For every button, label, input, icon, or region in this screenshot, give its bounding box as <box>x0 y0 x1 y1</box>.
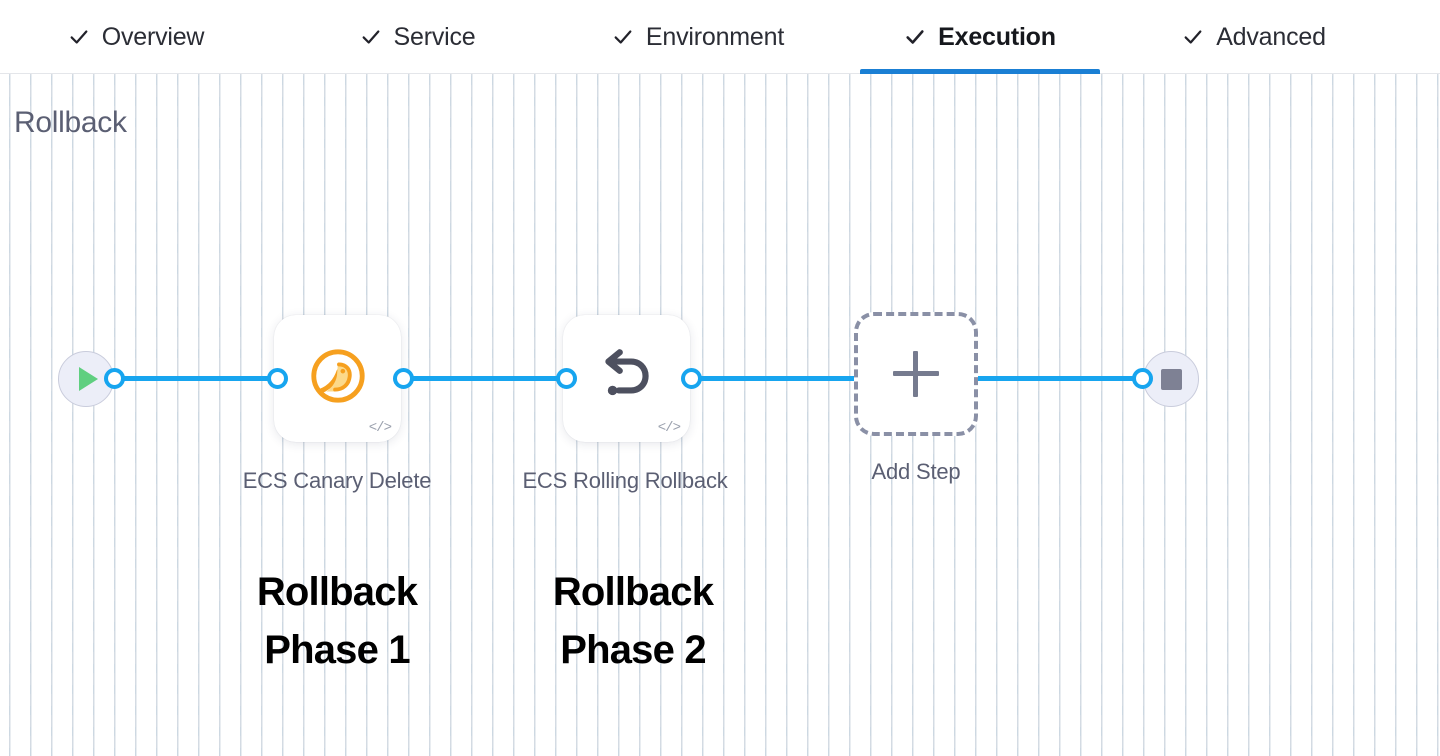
port-end-input[interactable] <box>1132 368 1153 389</box>
annotation-line-1: Rollback <box>256 570 418 614</box>
add-step-label: Add Step <box>871 459 961 484</box>
code-badge-icon[interactable]: </> <box>657 420 681 436</box>
play-icon <box>79 367 98 391</box>
tab-overview[interactable]: Overview <box>36 0 236 74</box>
tab-environment-label: Environment <box>645 22 785 51</box>
pipeline-tab-bar: Overview Service Environment Execution <box>0 0 1440 74</box>
port-step1-output[interactable] <box>393 368 414 389</box>
check-icon <box>904 26 926 48</box>
tab-overview-label: Overview <box>101 22 205 51</box>
port-step2-output[interactable] <box>681 368 702 389</box>
annotation-rollback-phase-2: Rollback Phase 2 <box>468 563 798 679</box>
annotation-line-1: Rollback <box>552 570 714 614</box>
pipeline-canvas[interactable]: Rollback <box>0 74 1440 756</box>
step-node-ecs-rolling-rollback[interactable]: </> <box>563 315 690 442</box>
edge-step2-to-addstep <box>684 376 874 381</box>
tab-advanced[interactable]: Advanced <box>1145 0 1363 74</box>
active-tab-indicator <box>860 69 1100 74</box>
edge-step1-to-step2 <box>396 376 576 381</box>
annotation-rollback-phase-1: Rollback Phase 1 <box>172 563 502 679</box>
annotation-line-2: Phase 1 <box>264 628 410 672</box>
code-badge-icon[interactable]: </> <box>368 420 392 436</box>
add-step-button[interactable] <box>854 312 978 436</box>
stop-icon <box>1160 368 1182 390</box>
port-start-output[interactable] <box>104 368 125 389</box>
ecs-canary-icon <box>307 345 369 412</box>
step-caption-ecs-canary-delete: ECS Canary Delete <box>242 468 432 493</box>
check-icon <box>68 26 90 48</box>
rollback-undo-icon <box>594 343 660 414</box>
edge-addstep-to-end <box>966 376 1151 381</box>
stage-title: Rollback <box>14 106 127 139</box>
step-caption-ecs-rolling-rollback: ECS Rolling Rollback <box>522 468 728 493</box>
check-icon <box>360 26 382 48</box>
edge-start-to-step1 <box>110 376 285 381</box>
check-icon <box>612 26 634 48</box>
check-icon <box>1182 26 1204 48</box>
port-step2-input[interactable] <box>556 368 577 389</box>
step-node-ecs-canary-delete[interactable]: </> <box>274 315 401 442</box>
tab-service-label: Service <box>393 22 476 51</box>
tab-service[interactable]: Service <box>330 0 505 74</box>
plus-icon <box>893 351 939 397</box>
tab-advanced-label: Advanced <box>1216 22 1326 51</box>
tab-execution-label: Execution <box>938 22 1056 51</box>
tab-environment[interactable]: Environment <box>578 0 818 74</box>
annotation-line-2: Phase 2 <box>560 628 706 672</box>
port-step1-input[interactable] <box>267 368 288 389</box>
tab-execution[interactable]: Execution <box>860 0 1100 74</box>
